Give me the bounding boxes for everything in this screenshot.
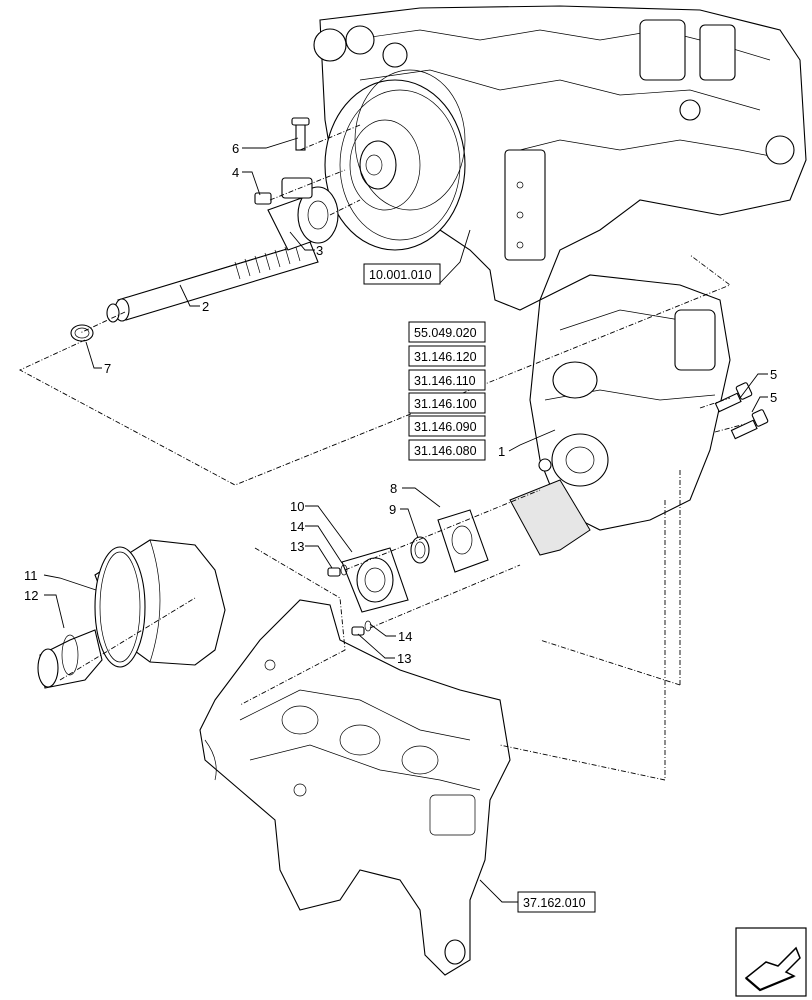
o-ring-part-9: [410, 536, 430, 564]
ref-box-31-146-120[interactable]: 31.146.120: [408, 345, 486, 367]
screw-part-13-lower: [351, 626, 365, 636]
ref-label: 55.049.020: [414, 326, 477, 340]
next-page-arrow-icon[interactable]: [735, 927, 807, 997]
bolt-part-6: [291, 117, 310, 151]
callout-14-lower: 14: [398, 629, 412, 644]
ref-box-55-049-020[interactable]: 55.049.020: [408, 321, 486, 343]
callout-9: 9: [389, 502, 396, 517]
callout-13-lower: 13: [397, 651, 411, 666]
ring-housing-part-11: [94, 539, 226, 668]
bolt-part-4: [254, 192, 272, 205]
callout-10: 10: [290, 499, 304, 514]
ref-label: 31.146.120: [414, 350, 477, 364]
bushing-part-12: [37, 629, 103, 689]
flange-part-3: [267, 177, 339, 251]
bolt-part-5-lower: [730, 409, 769, 440]
leader-lines: [43, 137, 768, 903]
callout-5-lower: 5: [770, 390, 777, 405]
ref-box-31-146-080[interactable]: 31.146.080: [408, 439, 486, 461]
transmission-part-1: [509, 274, 731, 556]
screw-part-13-upper: [327, 567, 341, 577]
ref-box-frame[interactable]: 37.162.010: [517, 891, 596, 913]
assembly-lines: [18, 124, 746, 781]
callout-3: 3: [316, 243, 323, 258]
ref-box-31-146-110[interactable]: 31.146.110: [408, 369, 486, 391]
input-shaft-part-2: [106, 241, 319, 323]
callout-8: 8: [390, 481, 397, 496]
part-callouts: 6 4 3 2 7 1 5 5 8 9 10 14 13 14 13 11 12: [24, 141, 777, 666]
callout-5-upper: 5: [770, 367, 777, 382]
ref-label: 31.146.100: [414, 397, 477, 411]
callout-2: 2: [202, 299, 209, 314]
ref-label: 31.146.090: [414, 420, 477, 434]
washer-part-14-upper: [340, 564, 348, 576]
callout-7: 7: [104, 361, 111, 376]
callout-12: 12: [24, 588, 38, 603]
washer-part-14-lower: [364, 620, 372, 632]
callout-1: 1: [498, 444, 505, 459]
callout-6: 6: [232, 141, 239, 156]
callout-11: 11: [24, 568, 38, 583]
ref-label-frame: 37.162.010: [523, 896, 586, 910]
front-frame-drawing: [199, 599, 511, 976]
ref-label: 31.146.080: [414, 444, 477, 458]
gasket-part-8: [437, 509, 489, 573]
ref-box-31-146-100[interactable]: 31.146.100: [408, 392, 486, 414]
snap-ring-part-7: [70, 324, 94, 342]
callout-4: 4: [232, 165, 239, 180]
ref-label: 31.146.110: [414, 374, 476, 388]
callout-13-upper: 13: [290, 539, 304, 554]
engine-drawing: [313, 5, 807, 311]
cross-reference-boxes: 10.001.010 55.049.020 31.146.120 31.146.…: [363, 263, 596, 913]
ref-label-engine: 10.001.010: [369, 268, 432, 282]
callout-14-upper: 14: [290, 519, 304, 534]
ref-box-31-146-090[interactable]: 31.146.090: [408, 415, 486, 437]
ref-box-engine[interactable]: 10.001.010: [363, 263, 441, 285]
